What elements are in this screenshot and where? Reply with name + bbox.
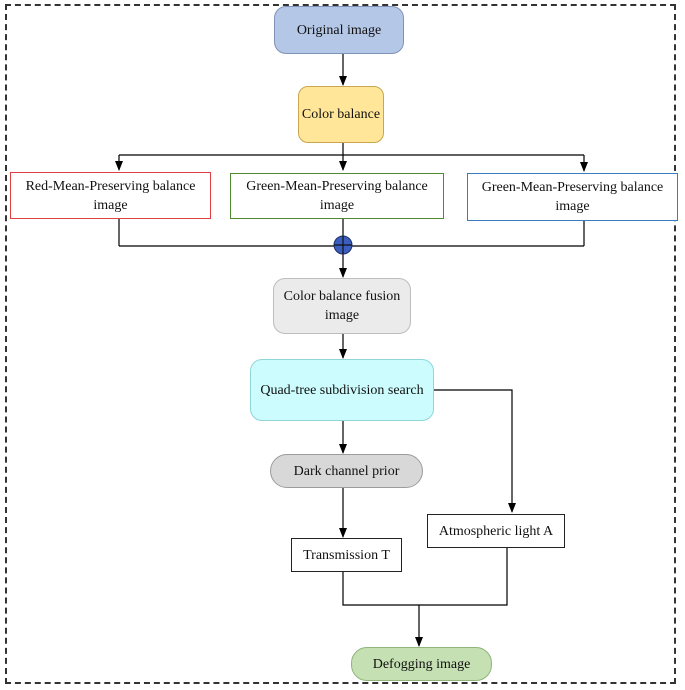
- node-color-balance: Color balance: [298, 86, 384, 143]
- node-label: Color balance: [301, 107, 381, 122]
- node-red-mean-preserving: Red-Mean-Preserving balance image: [10, 172, 211, 219]
- node-color-balance-fusion: Color balance fusion image: [273, 278, 411, 334]
- plus-circle-icon: [333, 235, 353, 255]
- node-label: Color balance fusion image: [283, 289, 401, 323]
- node-atmospheric-light: Atmospheric light A: [427, 514, 565, 548]
- edge-trans-to-merge: [342, 548, 508, 606]
- edge-quad-to-atmos: [434, 389, 516, 513]
- node-label: Green-Mean-Preserving balance image: [481, 180, 664, 214]
- node-label: Dark channel prior: [293, 463, 400, 479]
- node-quadtree-search: Quad-tree subdivision search: [250, 359, 434, 421]
- node-green-mean-preserving-2: Green-Mean-Preserving balance image: [467, 173, 678, 221]
- node-label: Original image: [296, 22, 382, 38]
- node-defogging-image: Defogging image: [351, 647, 492, 681]
- node-dark-channel-prior: Dark channel prior: [270, 454, 423, 488]
- diagram-frame: [5, 4, 676, 684]
- node-label: Defogging image: [372, 656, 471, 672]
- node-green-mean-preserving-1: Green-Mean-Preserving balance image: [230, 173, 444, 219]
- node-original-image: Original image: [274, 6, 404, 54]
- node-label: Transmission T: [303, 547, 390, 563]
- node-label: Quad-tree subdivision search: [260, 382, 424, 398]
- node-label: Red-Mean-Preserving balance image: [25, 178, 196, 213]
- node-label: Atmospheric light A: [438, 523, 554, 539]
- node-transmission: Transmission T: [291, 538, 402, 572]
- node-label: Green-Mean-Preserving balance image: [246, 179, 428, 213]
